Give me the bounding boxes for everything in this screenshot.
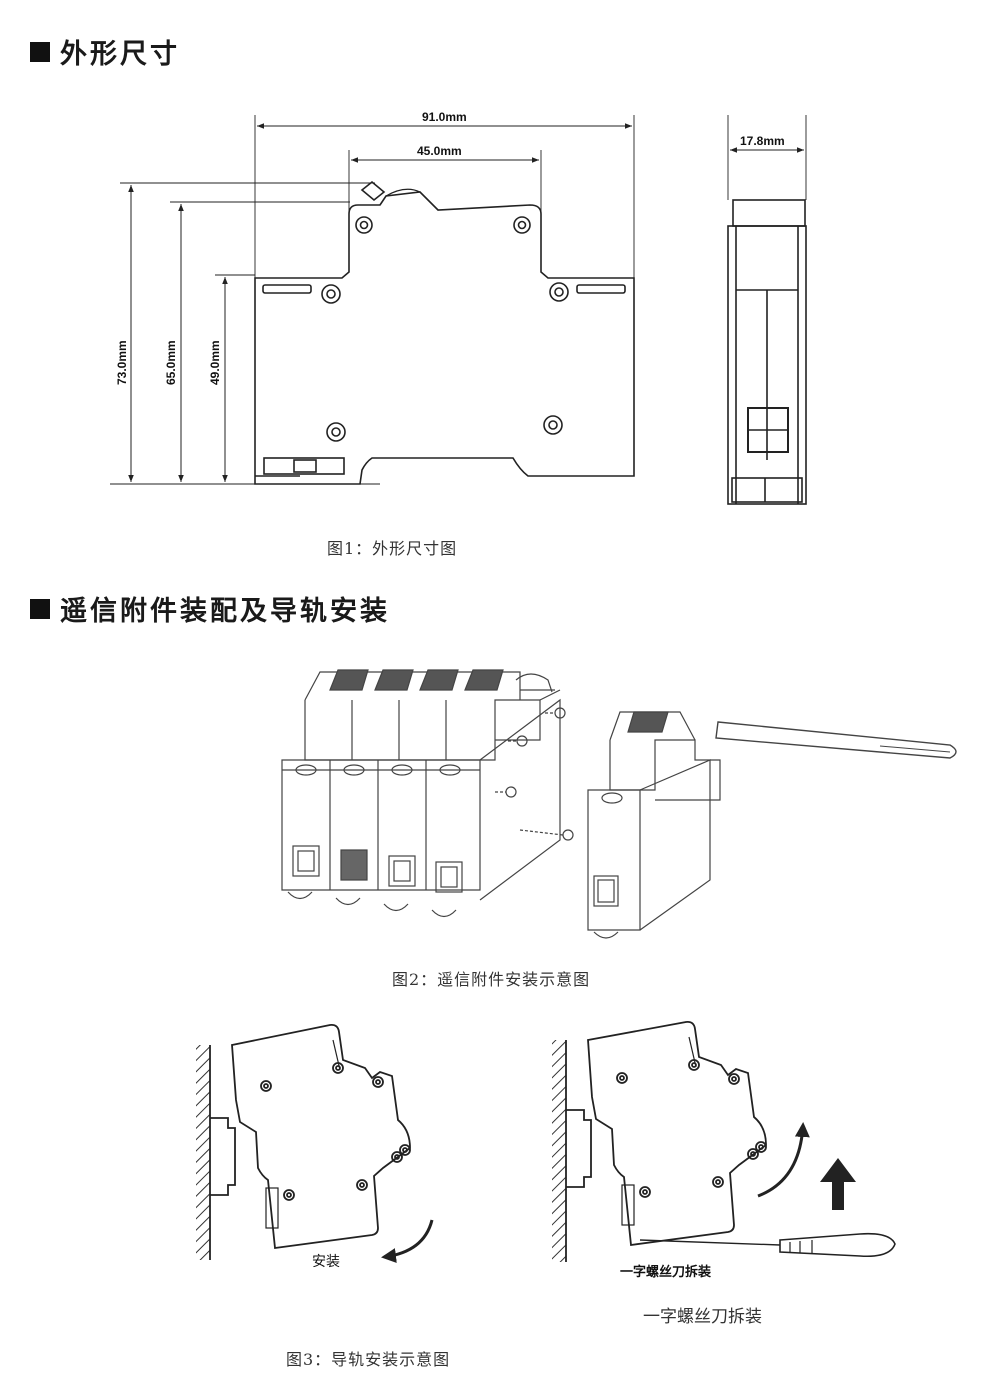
remove-label: 一字螺丝刀拆装 (643, 1307, 762, 1327)
figure1-front-view (110, 115, 635, 485)
figure3-remove-drawing (552, 1020, 896, 1262)
figure3-install-drawing (196, 1023, 434, 1263)
figure1-side-view (727, 115, 807, 505)
section-title-text: 外形尺寸 (60, 39, 180, 70)
figure3-caption: 图3：导轨安装示意图 (286, 1350, 451, 1369)
figure2-assembly-drawing (281, 669, 957, 939)
dim-side-width: 17.8mm (740, 134, 785, 148)
figure2-caption: 图2：遥信附件安装示意图 (392, 970, 591, 989)
remove-label-small: 一字螺丝刀拆装 (620, 1264, 711, 1280)
dim-height-total: 73.0mm (115, 340, 129, 385)
install-label: 安装 (312, 1254, 340, 1270)
section-title-assembly: 遥信附件装配及导轨安装 (30, 589, 390, 628)
section-title-text: 遥信附件装配及导轨安装 (60, 596, 390, 627)
dim-height-low: 49.0mm (208, 340, 222, 385)
section-title-dimensions: 外形尺寸 (30, 32, 180, 71)
dim-width-total: 91.0mm (422, 110, 467, 124)
figure1-caption: 图1：外形尺寸图 (327, 539, 458, 558)
dim-height-mid: 65.0mm (164, 340, 178, 385)
dim-width-inner: 45.0mm (417, 144, 462, 158)
bullet-square-icon (30, 598, 50, 619)
bullet-square-icon (30, 41, 50, 62)
